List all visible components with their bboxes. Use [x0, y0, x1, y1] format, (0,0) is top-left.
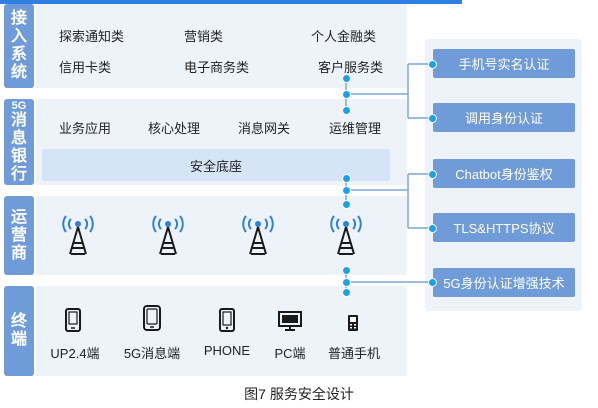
- layer-label-char: 入: [10, 28, 27, 45]
- auth-item-label: TLS&HTTPS协议: [453, 221, 555, 236]
- auth-item-label: Chatbot身份鉴权: [455, 167, 553, 182]
- access-item: 个人金融类: [311, 29, 377, 44]
- layer-label-access: 接 入 系 统: [4, 4, 34, 88]
- connector-dot: [428, 278, 437, 287]
- device-label: PC端: [274, 346, 306, 361]
- connector-dot: [342, 288, 351, 297]
- connector-dot: [428, 114, 437, 123]
- layer-label-char: 运: [10, 208, 27, 226]
- auth-item: 手机号实名认证: [433, 49, 575, 78]
- auth-item: 调用身份认证: [433, 103, 575, 132]
- device-label: PHONE: [203, 343, 251, 358]
- layer-label-char: 终: [10, 313, 27, 330]
- layer-label-char: 消: [10, 112, 27, 129]
- top-accent-bar: [0, 0, 462, 4]
- layer-label-char: 商: [10, 244, 27, 262]
- tower-icon: [62, 215, 94, 255]
- connector-dot: [342, 200, 351, 209]
- layer-label-char: 银: [10, 148, 27, 165]
- auth-item-label: 手机号实名认证: [458, 57, 550, 72]
- layer-label-char: 统: [10, 64, 27, 81]
- connector-dot: [342, 174, 351, 183]
- device-label: 5G消息端: [123, 346, 181, 361]
- layer-label-char: 接: [10, 10, 27, 27]
- monitor-icon: [278, 311, 302, 331]
- layer-label-char: 息: [10, 130, 27, 147]
- phone-icon: [219, 308, 235, 332]
- tower-icon: [152, 215, 184, 255]
- device-label: UP2.4端: [50, 346, 100, 361]
- connector-dot: [342, 186, 351, 195]
- access-item: 客户服务类: [318, 60, 384, 75]
- messaging-item: 业务应用: [59, 121, 112, 136]
- smartphone-icon: [143, 305, 161, 331]
- access-item: 电子商务类: [184, 60, 250, 75]
- layer-label-operator: 运 营 商: [4, 196, 34, 275]
- access-item: 营销类: [184, 29, 224, 44]
- layer-label-messaging: 5G 消 息 银 行: [4, 99, 34, 185]
- feature-phone-icon: [348, 315, 358, 331]
- phone-icon: [65, 308, 81, 332]
- auth-item: Chatbot身份鉴权: [433, 159, 575, 188]
- access-item: 信用卡类: [59, 60, 112, 75]
- auth-item: TLS&HTTPS协议: [433, 213, 575, 242]
- layer-label-terminal: 终 端: [4, 286, 34, 376]
- connector-dot: [342, 90, 351, 99]
- figure-caption: 图7 服务安全设计: [244, 386, 354, 402]
- operator-panel: [36, 196, 407, 275]
- auth-item: 5G身份认证增强技术: [433, 268, 575, 297]
- tower-icon: [330, 215, 362, 255]
- auth-item-label: 5G身份认证增强技术: [443, 276, 565, 291]
- connector-dot: [342, 266, 351, 275]
- tower-icon: [242, 215, 274, 255]
- security-foundation-label: 安全底座: [189, 158, 242, 174]
- connector-dot: [428, 224, 437, 233]
- layer-label-char: 系: [10, 46, 27, 63]
- connector-dot: [428, 60, 437, 69]
- layer-label-char: 端: [10, 331, 27, 348]
- messaging-item: 运维管理: [329, 121, 382, 136]
- device-label: 普通手机: [327, 346, 380, 361]
- connector-dot: [342, 278, 351, 287]
- connector-dot: [342, 74, 351, 83]
- connector-dot: [428, 170, 437, 179]
- messaging-item: 核心处理: [148, 121, 201, 136]
- access-item: 探索通知类: [59, 29, 125, 44]
- layer-label-char: 营: [10, 226, 27, 244]
- layer-label-char: 行: [10, 166, 27, 183]
- layer-label-prefix: 5G: [11, 100, 27, 112]
- security-foundation-bar: 安全底座: [42, 149, 390, 181]
- auth-item-label: 调用身份认证: [464, 111, 543, 126]
- connector-dot: [342, 106, 351, 115]
- messaging-item: 消息网关: [238, 121, 291, 136]
